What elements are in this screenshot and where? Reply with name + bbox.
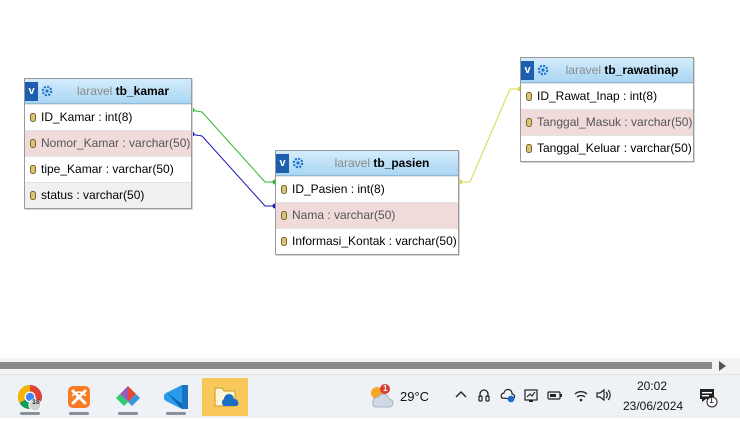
field-label: ID_Rawat_Inap : int(8) — [537, 89, 658, 103]
toggle-columns-button[interactable]: v — [276, 154, 289, 173]
clock-date[interactable]: 23/06/2024 — [623, 399, 684, 413]
field-label: Tanggal_Masuk : varchar(50) — [537, 115, 693, 129]
database-name: laravel — [565, 63, 601, 77]
wifi-icon[interactable] — [572, 386, 590, 404]
scrollbar-thumb[interactable] — [0, 362, 712, 369]
key-icon — [30, 139, 36, 148]
relation-line-yellow[interactable] — [458, 88, 521, 183]
running-indicator — [118, 412, 138, 415]
key-icon — [281, 185, 287, 194]
cloud-sync-icon[interactable] — [498, 386, 516, 404]
toggle-columns-button[interactable]: v — [521, 61, 534, 80]
weather-icon[interactable] — [367, 383, 395, 409]
vscode-icon — [164, 385, 188, 409]
field-label: Nama : varchar(50) — [292, 208, 396, 222]
battery-icon[interactable] — [546, 386, 564, 404]
table-tb-kamar[interactable]: v laravel tb_kamar ID_Kamar : int(8) Nom… — [24, 78, 192, 209]
table-title: laravel tb_pasien — [306, 151, 458, 175]
notification-count: 1 — [709, 395, 715, 405]
taskbar: 18 — [0, 374, 740, 418]
running-indicator — [166, 412, 186, 415]
field-row[interactable]: Informasi_Kontak : varchar(50) — [276, 228, 458, 254]
toggle-columns-button[interactable]: v — [25, 82, 38, 101]
clock-time[interactable]: 20:02 — [637, 379, 668, 393]
field-row[interactable]: status : varchar(50) — [25, 182, 191, 208]
field-row[interactable]: tipe_Kamar : varchar(50) — [25, 156, 191, 182]
field-row[interactable]: Tanggal_Masuk : varchar(50) — [521, 109, 693, 135]
field-row[interactable]: Nomor_Kamar : varchar(50) — [25, 130, 191, 156]
horizontal-scrollbar[interactable] — [0, 358, 740, 374]
key-icon — [30, 191, 36, 200]
table-title: laravel tb_rawatinap — [551, 58, 693, 82]
table-tb-rawatinap[interactable]: v laravel tb_rawatinap ID_Rawat_Inap : i… — [520, 57, 694, 162]
field-label: status : varchar(50) — [41, 188, 145, 202]
field-row[interactable]: Nama : varchar(50) — [276, 202, 458, 228]
running-indicator — [69, 412, 89, 415]
taskbar-app-xampp[interactable] — [56, 378, 102, 416]
field-row[interactable]: ID_Pasien : int(8) — [276, 176, 458, 202]
key-icon — [30, 165, 36, 174]
weather-badge: 1 — [383, 384, 388, 393]
table-name: tb_rawatinap — [604, 63, 679, 77]
key-icon — [30, 113, 36, 122]
relation-line-blue[interactable] — [189, 133, 276, 207]
table-header[interactable]: v laravel tb_rawatinap — [521, 58, 693, 83]
relation-line-green[interactable] — [189, 109, 276, 183]
field-row[interactable]: ID_Kamar : int(8) — [25, 104, 191, 130]
gear-icon[interactable] — [41, 85, 53, 97]
chevron-up-icon[interactable] — [452, 386, 470, 404]
key-icon — [281, 211, 287, 220]
volume-icon[interactable] — [594, 386, 612, 404]
notification-icon[interactable] — [697, 386, 719, 408]
network-monitor-icon[interactable] — [522, 386, 540, 404]
field-label: tipe_Kamar : varchar(50) — [41, 162, 174, 176]
taskbar-app-pinned[interactable] — [105, 378, 151, 416]
key-icon — [281, 237, 287, 246]
taskbar-app-chrome[interactable]: 18 — [7, 378, 53, 416]
key-icon — [526, 92, 532, 101]
field-label: Nomor_Kamar : varchar(50) — [41, 136, 191, 150]
table-title: laravel tb_kamar — [55, 79, 191, 103]
xampp-icon — [68, 386, 90, 408]
gear-icon[interactable] — [292, 157, 304, 169]
chrome-icon — [17, 385, 42, 412]
key-icon — [526, 118, 532, 127]
pinned-app-icon — [116, 386, 140, 406]
table-header[interactable]: v laravel tb_pasien — [276, 151, 458, 176]
running-indicator — [20, 412, 40, 415]
field-row[interactable]: ID_Rawat_Inap : int(8) — [521, 83, 693, 109]
database-name: laravel — [334, 156, 370, 170]
table-name: tb_kamar — [115, 84, 170, 98]
headset-icon[interactable] — [475, 386, 493, 404]
key-icon — [526, 144, 532, 153]
table-tb-pasien[interactable]: v laravel tb_pasien ID_Pasien : int(8) N… — [275, 150, 459, 255]
file-explorer-icon — [214, 387, 239, 407]
weather-temperature[interactable]: 29°C — [400, 389, 430, 404]
field-label: Tanggal_Keluar : varchar(50) — [537, 141, 692, 155]
chrome-badge: 18 — [32, 399, 40, 406]
gear-icon[interactable] — [537, 64, 549, 76]
field-label: Informasi_Kontak : varchar(50) — [292, 234, 457, 248]
scroll-right-arrow-icon[interactable] — [719, 361, 726, 371]
database-name: laravel — [76, 84, 113, 98]
table-name: tb_pasien — [373, 156, 430, 170]
table-header[interactable]: v laravel tb_kamar — [25, 79, 191, 104]
taskbar-app-vscode[interactable] — [153, 378, 199, 416]
field-row[interactable]: Tanggal_Keluar : varchar(50) — [521, 135, 693, 161]
taskbar-app-file-explorer[interactable] — [202, 378, 248, 416]
field-label: ID_Pasien : int(8) — [292, 182, 385, 196]
designer-canvas[interactable]: v laravel tb_kamar ID_Kamar : int(8) Nom… — [0, 0, 740, 358]
field-label: ID_Kamar : int(8) — [41, 110, 133, 124]
